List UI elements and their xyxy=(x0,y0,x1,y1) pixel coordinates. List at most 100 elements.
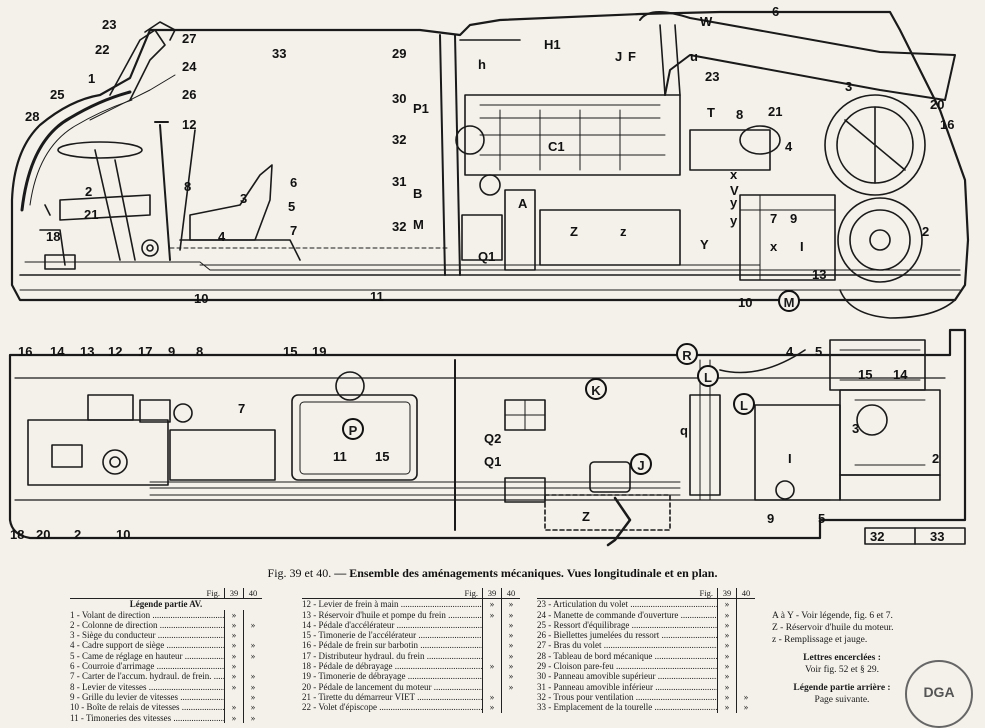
legend-row: 26 - Biellettes jumelées du ressort ....… xyxy=(537,630,755,641)
callout-label: 10 xyxy=(194,291,209,306)
callout-label: B xyxy=(413,186,423,201)
callout-label: H1 xyxy=(544,37,561,52)
callout-label: q xyxy=(680,423,688,438)
callout-label: 27 xyxy=(182,31,197,46)
callout-label: y xyxy=(730,213,738,228)
callout-label: Q1 xyxy=(484,454,502,469)
callout-label: 22 xyxy=(95,42,110,57)
callout-label: 25 xyxy=(50,87,65,102)
callout-label: 19 xyxy=(312,344,327,359)
circled-letter-label: K xyxy=(585,378,607,400)
callout-label: 28 xyxy=(25,109,40,124)
caption-rest: Vues longitudinale et en plan. xyxy=(566,566,718,580)
note-z-fill: z - Remplissage et jauge. xyxy=(772,635,868,645)
callout-label: 2 xyxy=(74,527,82,542)
callout-label: M xyxy=(413,217,424,232)
legend-section-title: Légende partie AV. xyxy=(129,599,203,610)
callout-label: P1 xyxy=(413,101,429,116)
callout-label: 7 xyxy=(770,211,778,226)
note-circled-ref: Voir fig. 52 et § 29. xyxy=(805,665,879,675)
callout-label: V xyxy=(730,183,739,198)
callout-label: T xyxy=(707,105,715,120)
legend-row: 5 - Came de réglage en hauteur .........… xyxy=(70,650,262,662)
callout-label: h xyxy=(478,57,486,72)
longitudinal-view xyxy=(10,10,970,319)
callout-label: 21 xyxy=(84,207,99,222)
callout-label: 9 xyxy=(168,344,176,359)
callout-label: 7 xyxy=(290,223,298,238)
legend-row: 33 - Emplacement de la tourelle ........… xyxy=(537,702,755,713)
legend-row: 12 - Levier de frein à main ............… xyxy=(302,599,520,610)
callout-label: 8 xyxy=(196,344,204,359)
legend-row: 3 - Siège du conducteur ................… xyxy=(70,630,262,641)
legend-row: 27 - Bras du volet .....................… xyxy=(537,640,755,651)
callout-label: 5 xyxy=(288,199,296,214)
callout-label: 8 xyxy=(736,107,744,122)
callout-label: 4 xyxy=(785,139,793,154)
callout-label: 32 xyxy=(392,219,407,234)
callout-label: 11 xyxy=(370,289,384,304)
callout-label: 16 xyxy=(18,344,33,359)
callout-label: 18 xyxy=(10,527,25,542)
callout-label: Y xyxy=(700,237,709,252)
legend-row: 6 - Courroie d'arrimage ................… xyxy=(70,661,262,672)
callout-label: u xyxy=(690,49,698,64)
legend-row: 10 - Boîte de relais de vitesses .......… xyxy=(70,702,262,713)
legend-row: 13 - Réservoir d'huile et pompe du frein… xyxy=(302,609,520,620)
callout-label: Q1 xyxy=(478,249,496,264)
callout-label: 15 xyxy=(375,449,390,464)
callout-label: 14 xyxy=(50,344,65,359)
legend-row: 8 - Levier de vitesses .................… xyxy=(70,681,262,692)
callout-label: I xyxy=(800,239,804,254)
callout-label: 13 xyxy=(80,344,95,359)
callout-label: 2 xyxy=(922,224,930,239)
callout-label: 9 xyxy=(790,211,798,226)
callout-label: 8 xyxy=(184,179,192,194)
callout-label: 29 xyxy=(392,46,407,61)
callout-label: 4 xyxy=(786,344,794,359)
callout-label: 5 xyxy=(815,344,823,359)
callout-label: 23 xyxy=(705,69,720,84)
legend-row: 21 - Tirette du démarreur VIET .........… xyxy=(302,691,520,703)
circled-letter-label: R xyxy=(676,343,698,365)
note-a-y: A à Y - Voir légende, fig. 6 et 7. xyxy=(772,611,893,621)
legend-row: 24 - Manette de commande d'ouverture ...… xyxy=(537,609,755,620)
circled-letter-label: J xyxy=(630,453,652,475)
callout-label: F xyxy=(628,49,636,64)
callout-label: 33 xyxy=(930,529,945,544)
circled-letter-label: P xyxy=(342,418,364,440)
circled-letter-label: L xyxy=(697,365,719,387)
callout-label: z xyxy=(620,224,627,239)
callout-label: x xyxy=(730,167,738,182)
legend-row: 16 - Pédale de frein sur barbotin ......… xyxy=(302,640,520,651)
legend-row: 18 - Pédale de débrayage ...............… xyxy=(302,661,520,672)
callout-label: Z xyxy=(570,224,578,239)
figure-caption: Fig. 39 et 40. — Ensemble des aménagemen… xyxy=(0,566,985,581)
callout-label: 9 xyxy=(767,511,775,526)
callout-label: 31 xyxy=(392,174,407,189)
callout-label: 5 xyxy=(818,511,826,526)
legend-row: 23 - Articulation du volet .............… xyxy=(537,599,755,610)
archive-stamp: DGA xyxy=(905,660,973,728)
callout-label: 2 xyxy=(85,184,93,199)
caption-fig: Fig. 39 et 40. xyxy=(267,566,332,580)
callout-label: 20 xyxy=(930,97,945,112)
callout-label: 2 xyxy=(932,451,940,466)
callout-label: 13 xyxy=(812,267,827,282)
callout-label: Z xyxy=(582,509,590,524)
legend-row: 14 - Pédale d'accélérateur .............… xyxy=(302,619,520,631)
legend-row: 1 - Volant de direction ................… xyxy=(70,609,262,620)
caption-title: — Ensemble des aménagements mécaniques. xyxy=(334,566,564,580)
circled-letter-label: M xyxy=(778,290,800,312)
callout-label: 3 xyxy=(845,79,853,94)
callout-label: 26 xyxy=(182,87,197,102)
legend-row: 9 - Grille du levier de vitesses .......… xyxy=(70,691,262,703)
callout-label: Q2 xyxy=(484,431,502,446)
callout-label: 12 xyxy=(182,117,197,132)
callout-label: J xyxy=(615,49,623,64)
plan-view xyxy=(8,328,967,547)
legend-row: 11 - Timoneries des vitesses ...........… xyxy=(70,712,262,723)
